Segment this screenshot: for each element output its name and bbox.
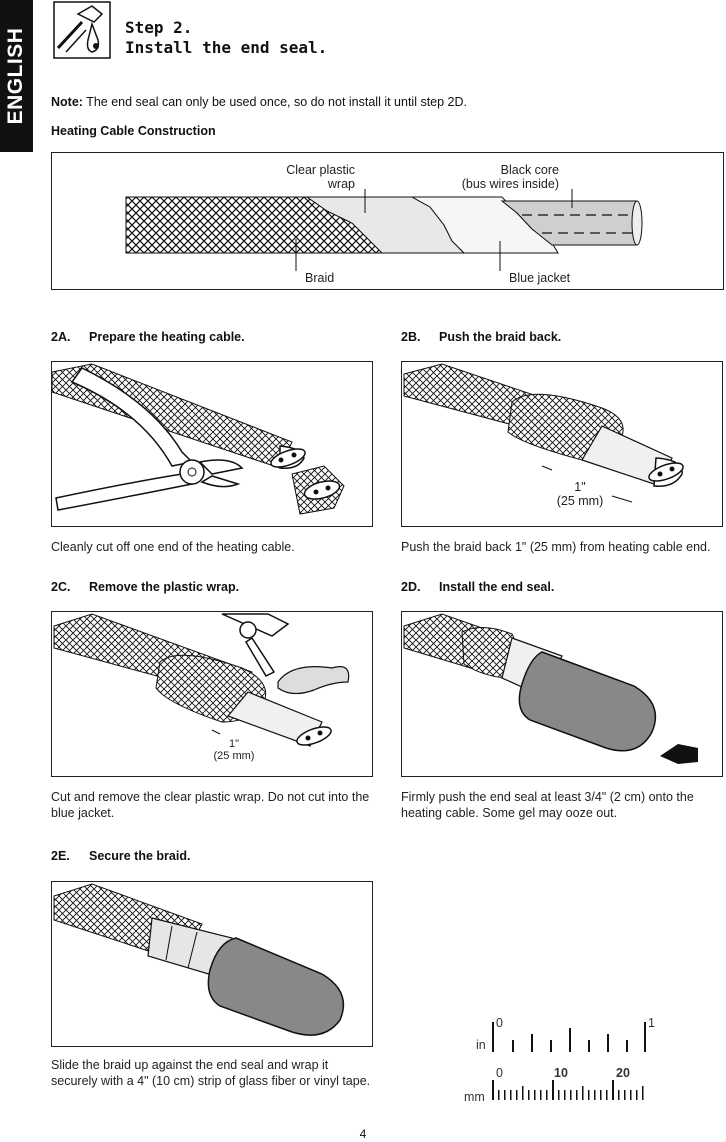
language-tab [0, 0, 33, 152]
black-core-label-line2: (bus wires inside) [461, 177, 559, 191]
step-2b-title: Push the braid back. [439, 330, 562, 344]
step-2d-heading: 2D. Install the end seal. [401, 580, 554, 594]
step-2c-title: Remove the plastic wrap. [89, 580, 240, 594]
step-2b-dimension: 1" (25 mm) [550, 480, 610, 508]
step-2b-illustration: 1" (25 mm) [401, 361, 723, 527]
step-2c-dimension-mm: (25 mm) [213, 750, 255, 762]
step-2d-caption: Firmly push the end seal at least 3/4" (… [401, 790, 694, 820]
black-core-label-line1: Black core [500, 163, 559, 177]
step-2a-title: Prepare the heating cable. [89, 330, 245, 344]
step-2a-heading: 2A. Prepare the heating cable. [51, 330, 245, 344]
ruler-in-0: 0 [496, 1016, 503, 1030]
step-2a-number: 2A. [51, 330, 71, 344]
language-tab-label: ENGLISH [4, 27, 27, 125]
tools-icon [52, 0, 112, 60]
step-2a-caption: Cleanly cut off one end of the heating c… [51, 540, 295, 554]
step-title-line1: Step 2. [125, 18, 193, 37]
step-2e-title: Secure the braid. [89, 849, 191, 863]
step-2e-caption: Slide the braid up against the end seal … [51, 1058, 371, 1088]
step-2b-caption: Push the braid back 1" (25 mm) from heat… [401, 540, 711, 554]
step-2d-title: Install the end seal. [439, 580, 555, 594]
clear-wrap-label-line2: wrap [327, 177, 355, 191]
step-2c-illustration: 1" (25 mm) [51, 611, 373, 777]
page-number: 4 [359, 1127, 367, 1141]
step-2c-dimension: 1" (25 mm) [204, 738, 264, 762]
note-label: Note: [51, 95, 83, 109]
step-2a-illustration [51, 361, 373, 527]
ruler-in-label: in [476, 1038, 486, 1052]
step-2e-number: 2E. [51, 849, 70, 863]
blue-jacket-label: Blue jacket [509, 271, 571, 285]
black-core-label: Black core (bus wires inside) [462, 163, 559, 191]
step-2b-heading: 2B. Push the braid back. [401, 330, 561, 344]
step-title-line2: Install the end seal. [125, 38, 328, 57]
step-2b-dimension-in: 1" [574, 480, 586, 494]
measurement-ruler: in 0 1 mm 0 10 20 [460, 1010, 680, 1110]
step-2c-caption: Cut and remove the clear plastic wrap. D… [51, 790, 370, 820]
clear-wrap-label-line1: Clear plastic [286, 163, 355, 177]
ruler-mm-10: 10 [554, 1066, 568, 1080]
step-2e-illustration [51, 881, 373, 1047]
ruler-mm-20: 20 [616, 1066, 630, 1080]
step-2c-dimension-in: 1" [228, 738, 240, 750]
step-2b-number: 2B. [401, 330, 421, 344]
step-2b-dimension-mm: (25 mm) [556, 494, 604, 508]
step-2d-illustration [401, 611, 723, 777]
step-2c-heading: 2C. Remove the plastic wrap. [51, 580, 239, 594]
ruler-in-1: 1 [648, 1016, 655, 1030]
step-2e-heading: 2E. Secure the braid. [51, 849, 190, 863]
step-2d-number: 2D. [401, 580, 421, 594]
cable-construction-diagram: Clear plastic wrap Black core (bus wires… [51, 152, 724, 290]
note-text: The end seal can only be used once, so d… [82, 95, 467, 109]
braid-label: Braid [305, 271, 335, 285]
ruler-mm-0: 0 [496, 1066, 503, 1080]
note: Note: The end seal can only be used once… [51, 95, 467, 109]
construction-title: Heating Cable Construction [51, 124, 216, 138]
step-title: Step 2. Install the end seal. [125, 18, 327, 58]
clear-wrap-label: Clear plastic wrap [286, 163, 355, 191]
ruler-mm-label: mm [464, 1090, 485, 1104]
step-2c-number: 2C. [51, 580, 71, 594]
